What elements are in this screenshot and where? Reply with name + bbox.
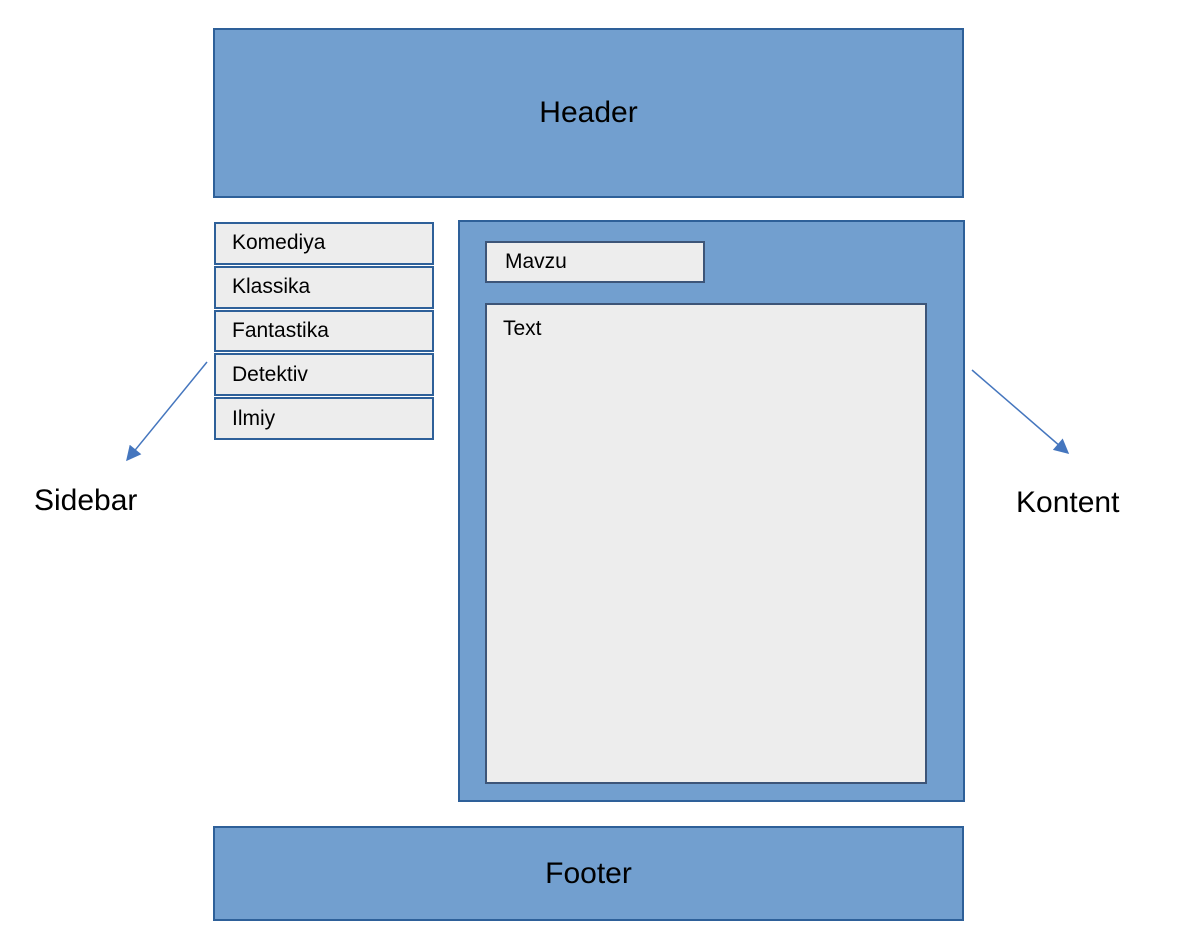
- text-label: Text: [503, 317, 542, 340]
- sidebar-item-label: Detektiv: [232, 362, 308, 386]
- footer-label: Footer: [545, 856, 632, 890]
- sidebar-item-fantastika: Fantastika: [214, 309, 434, 353]
- sidebar-item-komediya: Komediya: [214, 222, 434, 265]
- header-label: Header: [539, 96, 638, 129]
- text-box: Text: [485, 303, 927, 784]
- header-box: Header: [213, 28, 964, 198]
- kontent-caption: Kontent: [1016, 486, 1120, 519]
- sidebar-caption: Sidebar: [34, 484, 138, 517]
- mavzu-label: Mavzu: [505, 250, 567, 273]
- sidebar-item-detektiv: Detektiv: [214, 353, 434, 397]
- sidebar-item-label: Fantastika: [232, 318, 329, 342]
- footer-box: Footer: [213, 826, 964, 921]
- sidebar-menu: Komediya Klassika Fantastika Detektiv Il…: [214, 222, 434, 440]
- sidebar-arrow: [126, 361, 208, 462]
- sidebar-item-label: Ilmiy: [232, 406, 276, 430]
- sidebar-item-label: Komediya: [232, 231, 326, 255]
- kontent-arrow: [971, 369, 1070, 454]
- sidebar-item-ilmiy: Ilmiy: [214, 397, 434, 440]
- content-box: Mavzu Text: [458, 220, 965, 802]
- mavzu-box: Mavzu: [485, 241, 705, 283]
- sidebar-item-klassika: Klassika: [214, 265, 434, 309]
- sidebar-item-label: Klassika: [232, 275, 311, 299]
